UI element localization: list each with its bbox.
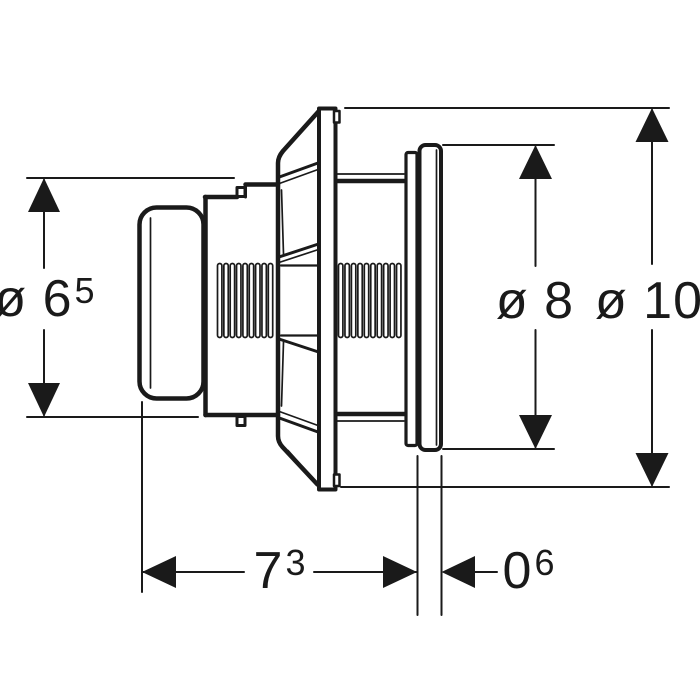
thread-loop bbox=[248, 262, 255, 339]
flange-left-highlight bbox=[280, 341, 285, 407]
dimension-length-body bbox=[141, 401, 418, 593]
flange-rib-highlight bbox=[277, 410, 319, 427]
arrow-left-icon bbox=[441, 556, 475, 588]
flange bbox=[275, 106, 341, 492]
arrow-up-icon bbox=[28, 178, 60, 212]
flange-plate-step-top bbox=[332, 109, 341, 124]
button-outline bbox=[137, 205, 206, 401]
thread-loop bbox=[223, 262, 230, 339]
dimension-diameter-flange bbox=[340, 107, 670, 488]
body-lug-bottom bbox=[235, 415, 247, 427]
thread-band-right bbox=[337, 262, 402, 339]
label-thickness-nut: 06 bbox=[502, 542, 556, 600]
flange-rib-highlight bbox=[278, 248, 320, 264]
dimension-diameter-button bbox=[26, 177, 235, 418]
thread-loop bbox=[369, 262, 377, 339]
thread-loop bbox=[216, 262, 223, 339]
arrow-down-icon bbox=[519, 415, 552, 449]
flange-outline bbox=[275, 109, 321, 487]
thread-loop bbox=[254, 262, 261, 339]
flange-rib bbox=[277, 242, 320, 259]
label-superscript: 6 bbox=[534, 542, 556, 583]
label-diameter-nut: ø 8 bbox=[496, 275, 576, 327]
flange-left-highlight bbox=[280, 189, 285, 255]
arrow-right-icon bbox=[383, 556, 417, 588]
flange-rib-highlight bbox=[277, 168, 319, 185]
thread-loop bbox=[337, 262, 344, 339]
arrow-up-icon bbox=[519, 145, 552, 179]
arrow-down-icon bbox=[28, 383, 60, 417]
thread-loop bbox=[344, 262, 351, 339]
body-lug-top bbox=[235, 186, 247, 198]
label-diameter-flange: ø 10 bbox=[595, 275, 700, 327]
nut-washer bbox=[404, 150, 419, 448]
thread-loop bbox=[267, 262, 274, 339]
label-main: ø 6 bbox=[0, 270, 73, 328]
dimension-thickness-nut bbox=[416, 455, 498, 616]
label-main: ø 8 bbox=[495, 272, 575, 330]
flange-rib bbox=[276, 161, 320, 179]
label-superscript: 5 bbox=[74, 270, 96, 311]
flange-plate bbox=[317, 106, 338, 492]
flange-edge-highlight bbox=[285, 116, 315, 149]
label-superscript: 3 bbox=[285, 542, 307, 583]
arrow-down-icon bbox=[635, 453, 669, 487]
thread-loop bbox=[382, 262, 389, 339]
flange-plate-step-bottom bbox=[332, 473, 341, 488]
label-length-body: 73 bbox=[253, 542, 307, 600]
barrel bbox=[334, 173, 409, 422]
flange-edge-highlight bbox=[287, 449, 313, 478]
nut-disk bbox=[417, 143, 443, 452]
thread-loop bbox=[376, 262, 383, 339]
label-main: ø 10 bbox=[594, 272, 700, 330]
arrow-up-icon bbox=[635, 108, 669, 142]
label-main: 0 bbox=[502, 542, 533, 600]
thread-loop bbox=[242, 262, 249, 339]
mounting-nut bbox=[404, 143, 443, 452]
thread-band-left bbox=[216, 262, 274, 339]
thread-loop bbox=[357, 262, 364, 339]
thread-loop bbox=[235, 262, 242, 339]
thread-loop bbox=[350, 262, 357, 339]
label-diameter-button: ø 65 bbox=[0, 270, 96, 328]
arrow-left-icon bbox=[142, 556, 176, 588]
thread-loop bbox=[229, 262, 236, 339]
push-button bbox=[137, 205, 206, 401]
dimension-diameter-nut bbox=[442, 144, 555, 450]
thread-loop bbox=[389, 262, 396, 339]
thread-loop bbox=[395, 262, 402, 339]
label-main: 7 bbox=[253, 542, 284, 600]
thread-loop bbox=[363, 262, 370, 339]
thread-loop bbox=[261, 262, 268, 339]
flange-rib bbox=[277, 337, 320, 354]
flange-rib bbox=[276, 416, 320, 434]
